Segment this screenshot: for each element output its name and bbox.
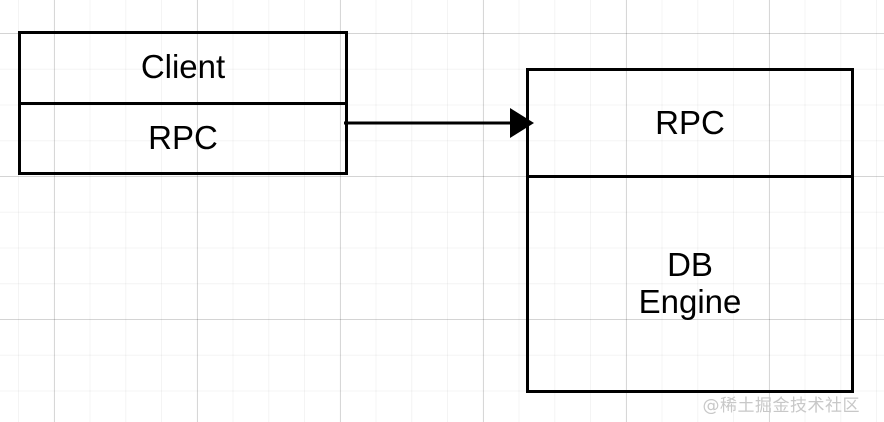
client-node-rpc-cell: RPC <box>148 118 218 156</box>
rpc-connector-arrowhead-icon <box>510 108 534 138</box>
client-node[interactable]: Client RPC <box>18 31 348 175</box>
server-node[interactable]: RPC DB Engine <box>526 68 854 393</box>
rpc-connector-arrow[interactable] <box>340 100 536 148</box>
client-node-title-cell: Client <box>21 34 345 105</box>
server-node-rpc-cell: RPC <box>529 71 851 179</box>
watermark-text: @稀土掘金技术社区 <box>702 396 860 416</box>
server-node-db-engine-cell: DB Engine <box>638 246 742 320</box>
